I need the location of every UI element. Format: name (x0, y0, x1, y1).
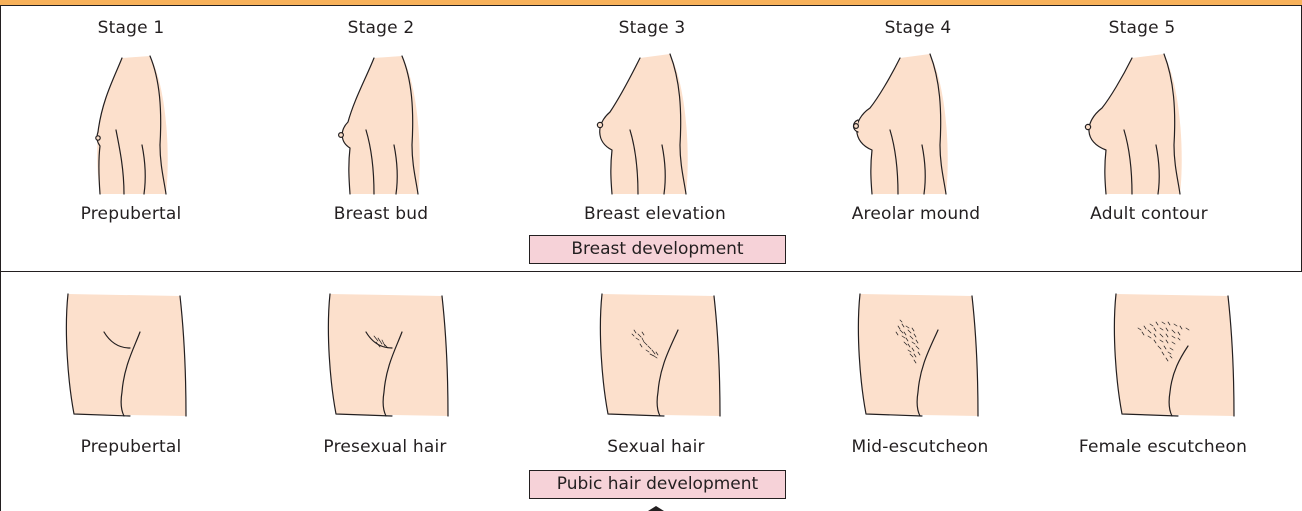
breast-desc-5: Adult contour (1049, 204, 1249, 224)
pubic-desc-3: Sexual hair (556, 437, 756, 457)
stage-label-4: Stage 4 (818, 18, 1018, 38)
breast-development-caption: Breast development (529, 235, 786, 264)
pubic-stage-1-figure (60, 292, 190, 422)
breast-stage-2-figure (330, 50, 430, 195)
pubic-stage-4-figure (852, 292, 982, 422)
pubic-desc-5: Female escutcheon (1063, 437, 1263, 457)
breast-desc-3: Breast elevation (555, 204, 755, 224)
stage-label-1: Stage 1 (31, 18, 231, 38)
breast-desc-2: Breast bud (281, 204, 481, 224)
pubic-stage-3-figure (594, 292, 724, 422)
stage-label-2: Stage 2 (281, 18, 481, 38)
breast-desc-1: Prepubertal (31, 204, 231, 224)
breast-stage-4-figure (850, 50, 960, 195)
pubic-stage-5-figure (1108, 292, 1238, 422)
stage-label-5: Stage 5 (1042, 18, 1242, 38)
pubic-desc-1: Prepubertal (31, 437, 231, 457)
pubic-desc-4: Mid-escutcheon (820, 437, 1020, 457)
left-border (0, 5, 1, 511)
pubic-stage-2-figure (322, 292, 452, 422)
continuation-arrow-icon (648, 506, 664, 511)
breast-stage-5-figure (1082, 50, 1192, 195)
stage-label-3: Stage 3 (552, 18, 752, 38)
breast-stage-3-figure (592, 50, 702, 195)
header-strip (0, 0, 1302, 6)
pubic-desc-2: Presexual hair (285, 437, 485, 457)
section-divider (0, 271, 1302, 272)
pubic-hair-development-caption: Pubic hair development (529, 470, 786, 499)
breast-stage-1-figure (80, 50, 180, 195)
breast-desc-4: Areolar mound (816, 204, 1016, 224)
